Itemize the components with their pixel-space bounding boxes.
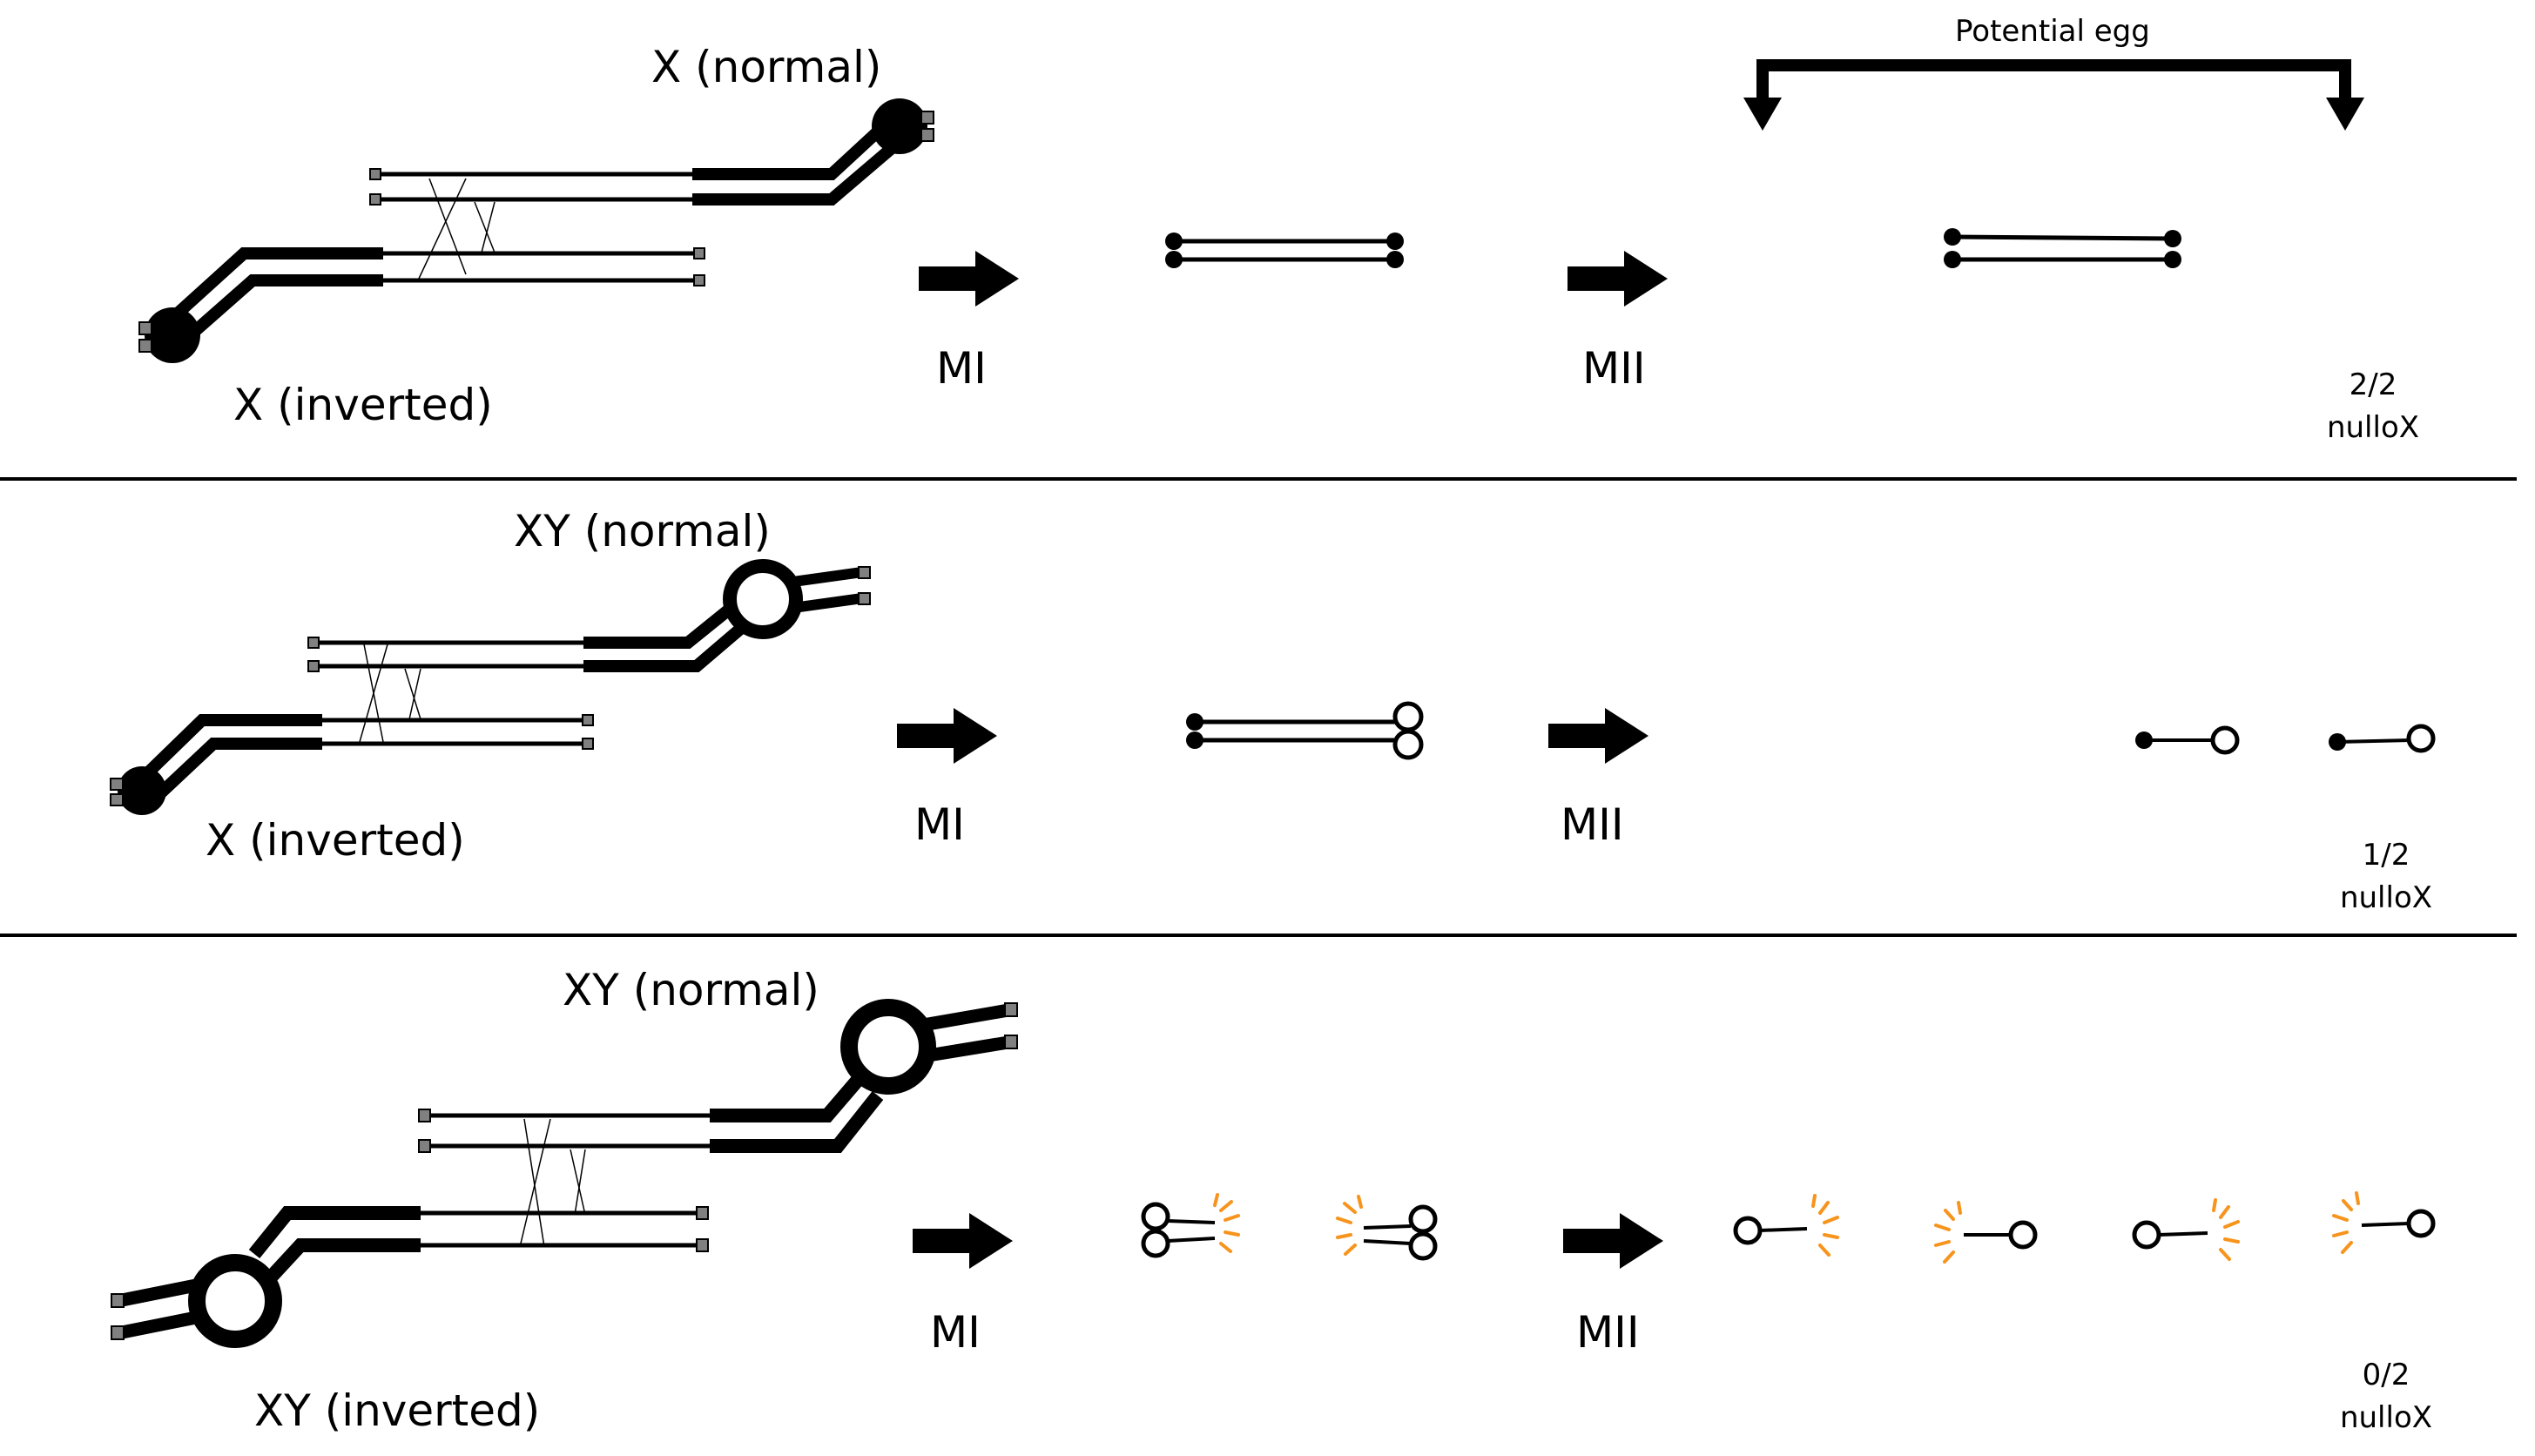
row-2-mii-product — [2135, 724, 2436, 755]
row-1-outcome-label: nulloX — [2326, 410, 2420, 446]
row-2-bottom-chromosome-label: X (inverted) — [206, 815, 465, 866]
dsb-break-icon — [2332, 1191, 2360, 1254]
centromere-ring-icon — [188, 1254, 282, 1348]
row-2-mi-product — [1186, 701, 1424, 760]
row-3-outcome-label: nulloX — [2339, 1400, 2433, 1436]
row-2-outcome: 1/2 nulloX — [2325, 834, 2447, 920]
row-1-mi-product — [1165, 233, 1404, 268]
arrow-mi-icon — [897, 708, 997, 764]
dsb-break-icon — [1336, 1195, 1363, 1256]
row-1-mi-label: MI — [936, 343, 987, 394]
arrow-mi-icon — [913, 1213, 1013, 1269]
row-3-mii-products — [1733, 1191, 2436, 1264]
potential-egg-bracket — [1743, 59, 2364, 131]
row-3-outcome: 0/2 nulloX — [2325, 1354, 2447, 1440]
row-3-mi-products — [1141, 1193, 1438, 1261]
row-2-outcome-label: nulloX — [2339, 880, 2433, 916]
row-1-top-chromosome-label: X (normal) — [651, 42, 882, 92]
dsb-break-icon — [1213, 1193, 1240, 1253]
row-3-pairing — [111, 999, 1018, 1348]
row-1-mii-label: MII — [1582, 343, 1646, 394]
dsb-break-icon — [1811, 1194, 1839, 1257]
centromere-icon — [872, 98, 927, 154]
row-3-mii-label: MII — [1576, 1307, 1640, 1358]
row-1-ratio: 2/2 — [2349, 367, 2397, 402]
centromere-ring-icon — [840, 999, 936, 1095]
arrow-mii-icon — [1548, 708, 1648, 764]
row-3-mi-label: MI — [930, 1307, 981, 1358]
row-3-bottom-chromosome-label: XY (inverted) — [254, 1385, 541, 1436]
row-2-ratio: 1/2 — [2362, 838, 2410, 873]
dsb-break-icon — [2212, 1198, 2240, 1261]
bracket-arrow-right-icon — [2326, 98, 2364, 131]
centromere-ring-icon — [723, 559, 803, 639]
arrow-mi-icon — [919, 251, 1019, 307]
potential-egg-label: Potential egg — [1955, 14, 2150, 49]
centromere-icon — [145, 307, 200, 363]
row-3-ratio: 0/2 — [2362, 1358, 2410, 1392]
row-2-mii-label: MII — [1561, 799, 1624, 850]
dsb-break-icon — [1934, 1201, 1962, 1264]
row-2-top-chromosome-label: XY (normal) — [514, 506, 771, 556]
row-1-mii-product — [1944, 228, 2181, 268]
bracket-arrow-left-icon — [1743, 98, 1782, 131]
row-2-pairing — [110, 559, 871, 815]
row-1-outcome: 2/2 nulloX — [2312, 364, 2434, 450]
row-1-pairing — [138, 98, 934, 363]
row-3-top-chromosome-label: XY (normal) — [563, 965, 819, 1015]
centromere-icon — [118, 766, 166, 815]
arrow-mii-icon — [1568, 251, 1668, 307]
row-1-bottom-chromosome-label: X (inverted) — [233, 380, 493, 430]
row-2-mi-label: MI — [914, 799, 965, 850]
arrow-mii-icon — [1563, 1213, 1663, 1269]
